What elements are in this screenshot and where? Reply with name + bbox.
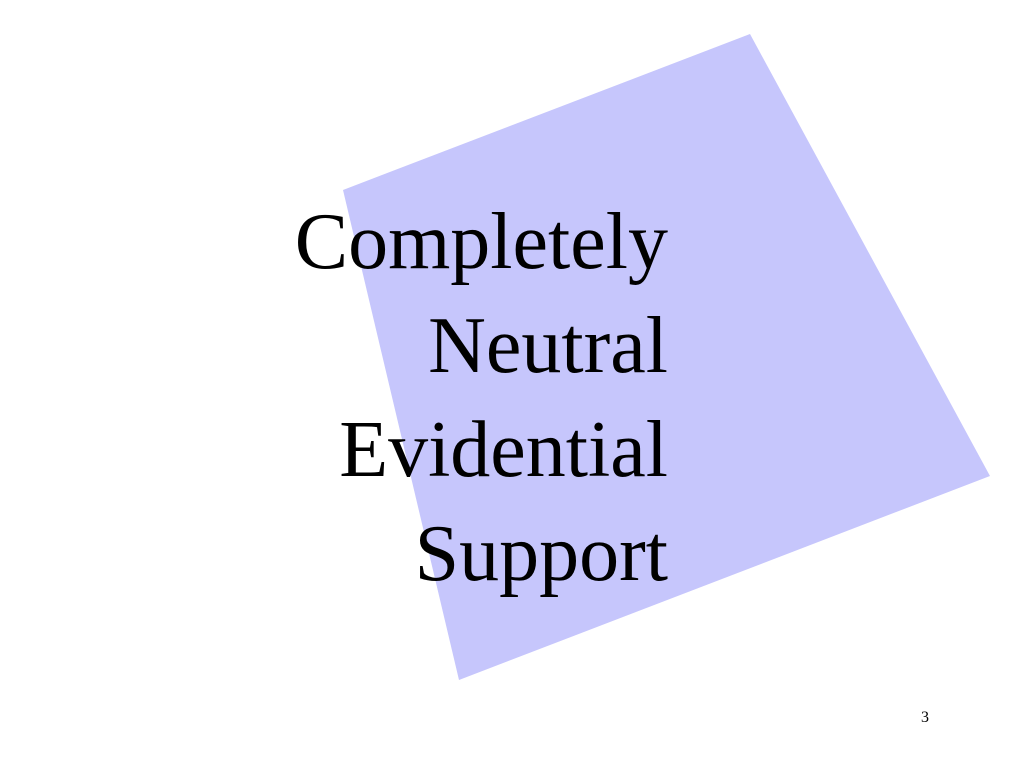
title-line: Completely	[294, 198, 668, 286]
title-line: Support	[414, 510, 668, 598]
page-number: 3	[921, 709, 929, 726]
title-line: Evidential	[339, 406, 668, 494]
lavender-quadrilateral	[343, 34, 990, 680]
slide-title: Completely Neutral Evidential Support	[108, 190, 668, 606]
title-line: Neutral	[428, 302, 668, 390]
